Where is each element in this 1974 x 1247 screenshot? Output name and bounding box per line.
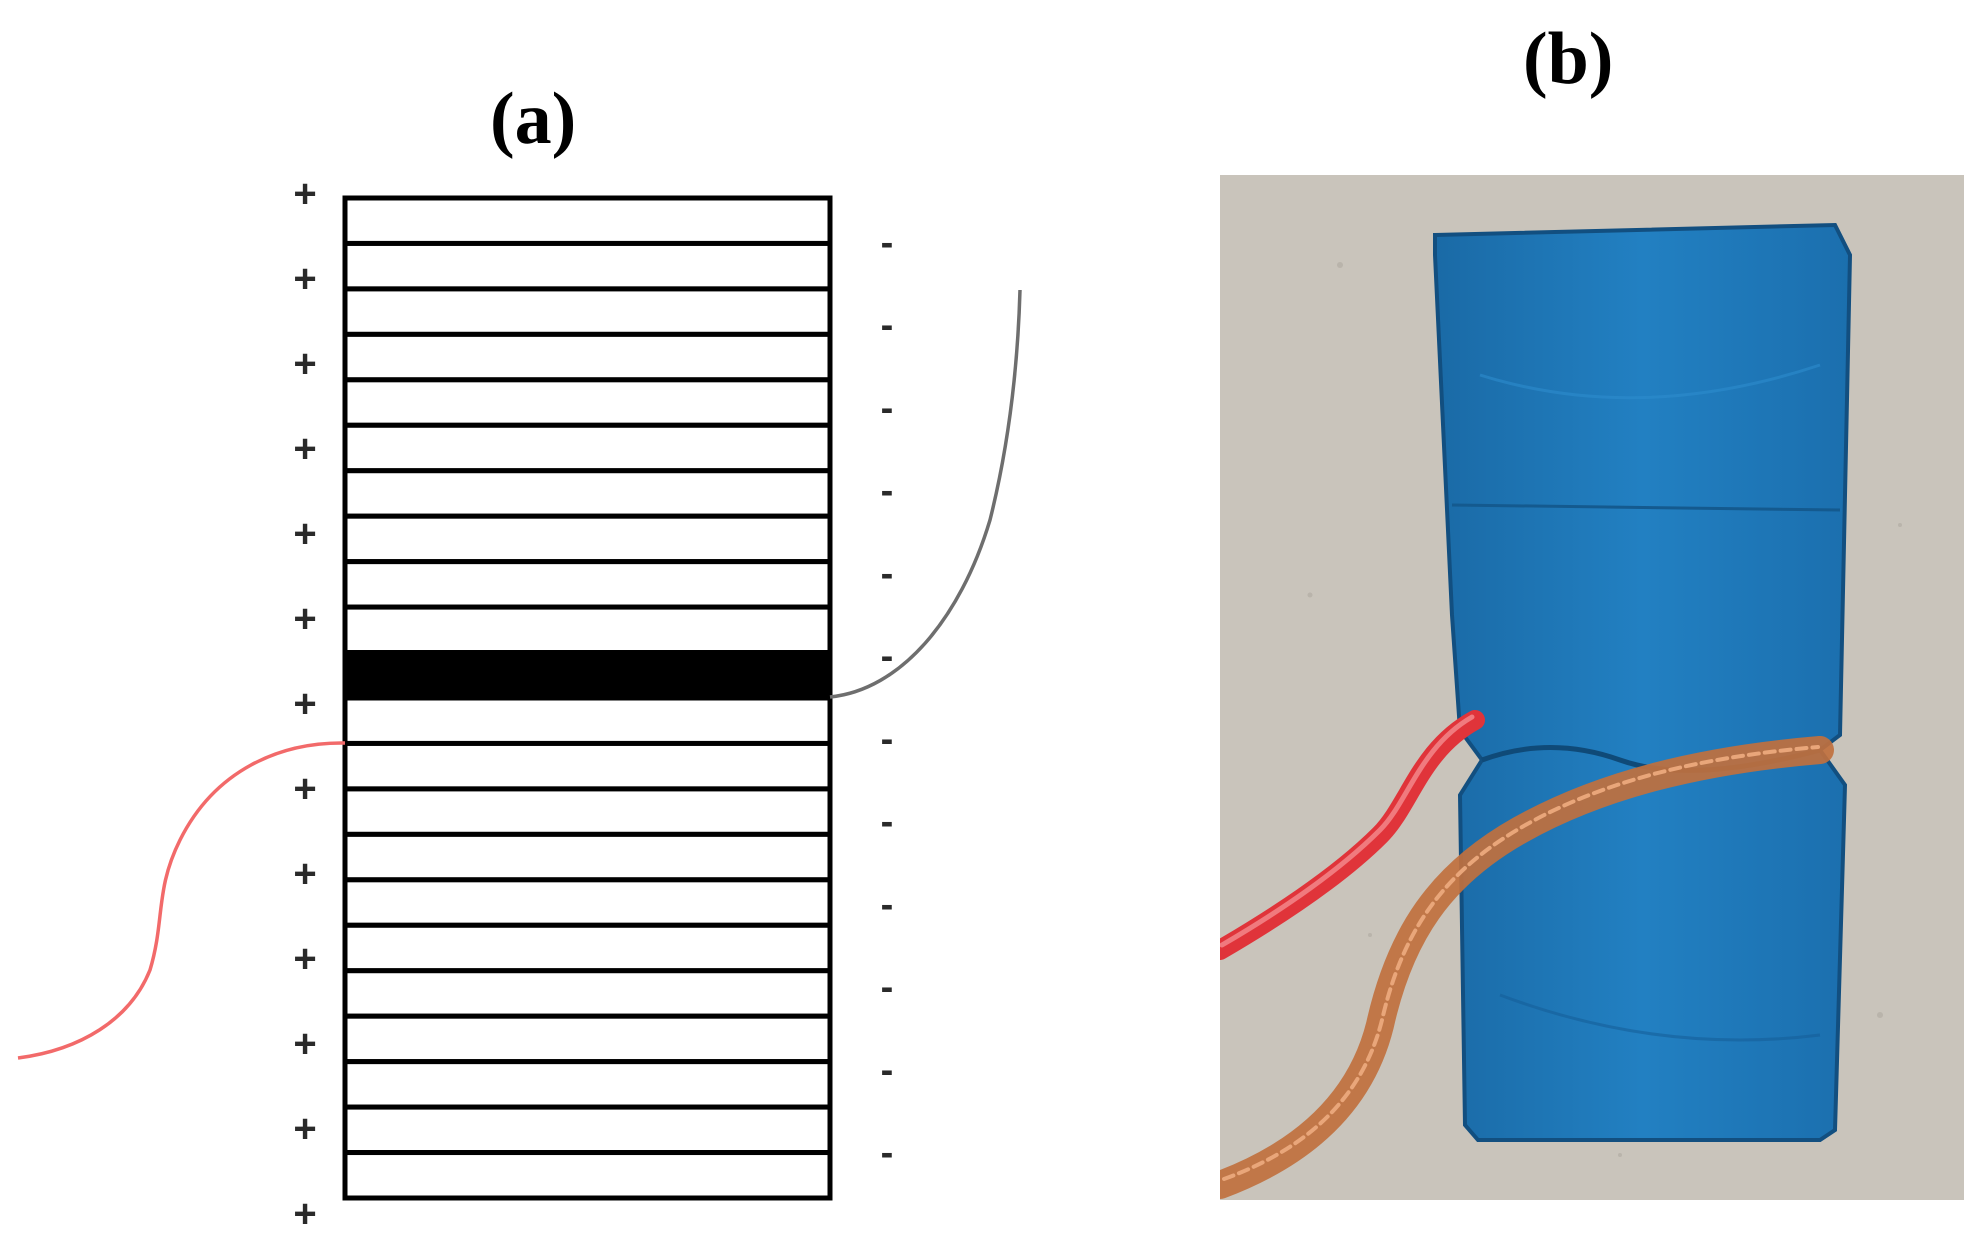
stack-layer bbox=[342, 195, 833, 246]
highlighted-layer bbox=[342, 650, 833, 701]
minus-sign: - bbox=[881, 636, 894, 678]
plus-sign: + bbox=[293, 172, 316, 216]
stacked-layers-schematic: + + + + + + + + + + + + + - - - - - - - - - - - - bbox=[17, 172, 1022, 1236]
stack-layer bbox=[342, 740, 833, 792]
minus-sign: - bbox=[881, 553, 894, 595]
minus-sign: - bbox=[881, 1132, 894, 1174]
plus-sign: + bbox=[293, 1107, 316, 1151]
plus-sign: + bbox=[293, 512, 316, 556]
tape-seam-top bbox=[1451, 503, 1841, 512]
minus-sign: - bbox=[881, 222, 894, 264]
positive-signs: + + + + + + + + + + + + + bbox=[293, 172, 316, 1236]
panel-a-label: (a) bbox=[490, 78, 577, 160]
stack-layer bbox=[342, 604, 833, 656]
stack-layer bbox=[342, 968, 833, 1019]
copper-wire-strand bbox=[1222, 745, 1820, 1181]
stack-layer bbox=[342, 786, 833, 837]
minus-sign: - bbox=[881, 1049, 894, 1091]
negative-signs: - - - - - - - - - - - - bbox=[881, 222, 894, 1174]
minus-sign: - bbox=[881, 884, 894, 926]
plus-sign: + bbox=[293, 682, 316, 726]
stack-layer bbox=[342, 559, 833, 610]
stack-layer bbox=[342, 1013, 833, 1065]
tape-wrinkle bbox=[1479, 363, 1821, 400]
plus-sign: + bbox=[293, 427, 316, 471]
stack-layer bbox=[342, 377, 833, 428]
plus-sign: + bbox=[293, 257, 316, 301]
plus-sign: + bbox=[293, 937, 316, 981]
taped-block bbox=[1433, 222, 1853, 1142]
stack-layer bbox=[342, 331, 833, 383]
stack-layer bbox=[342, 831, 833, 883]
layer-stack bbox=[342, 195, 833, 1201]
minus-sign: - bbox=[881, 801, 894, 843]
plus-sign: + bbox=[293, 342, 316, 386]
stack-layer bbox=[342, 1104, 833, 1156]
stack-layer bbox=[342, 240, 833, 292]
plus-sign: + bbox=[293, 767, 316, 811]
device-photo bbox=[1220, 175, 1964, 1200]
stack-layer bbox=[342, 877, 833, 928]
stack-layer bbox=[342, 468, 833, 519]
panel-b-label: (b) bbox=[1523, 18, 1614, 100]
minus-sign: - bbox=[881, 470, 894, 512]
negative-lead-wire bbox=[829, 289, 1022, 699]
minus-sign: - bbox=[881, 305, 894, 347]
red-wire-highlight bbox=[1220, 714, 1475, 948]
minus-sign: - bbox=[881, 967, 894, 1009]
plus-sign: + bbox=[293, 852, 316, 896]
plus-sign: + bbox=[293, 1022, 316, 1066]
red-wire bbox=[1220, 710, 1485, 960]
stack-layer bbox=[342, 1150, 833, 1201]
plus-sign: + bbox=[293, 597, 316, 641]
stack-layer bbox=[342, 695, 833, 746]
minus-sign: - bbox=[881, 387, 894, 429]
minus-sign: - bbox=[881, 718, 894, 760]
stack-layer bbox=[342, 1059, 833, 1110]
stack-layer bbox=[342, 922, 833, 974]
stack-layer bbox=[342, 422, 833, 474]
stack-layer bbox=[342, 513, 833, 565]
positive-lead-wire bbox=[17, 741, 346, 1060]
plus-sign: + bbox=[293, 1192, 316, 1236]
tape-wrinkle bbox=[1499, 993, 1821, 1042]
stack-layer bbox=[342, 286, 833, 337]
